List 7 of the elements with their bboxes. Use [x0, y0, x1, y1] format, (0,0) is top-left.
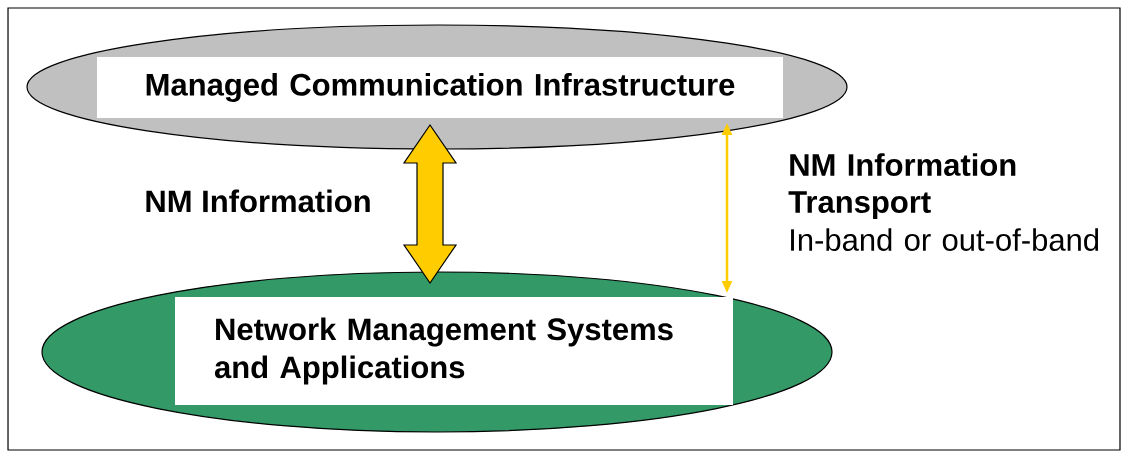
box-text: Network Management Systems and Applications: [214, 317, 673, 385]
annotation-text: In-band or out-of-band: [791, 228, 1099, 251]
box-text: Managed Communication Infrastructure: [146, 72, 735, 102]
edge-label: NM Information: [146, 189, 370, 213]
annotation-text: NM Information Transport: [788, 153, 1016, 220]
label-box: [175, 297, 733, 405]
label-box: [97, 57, 783, 118]
